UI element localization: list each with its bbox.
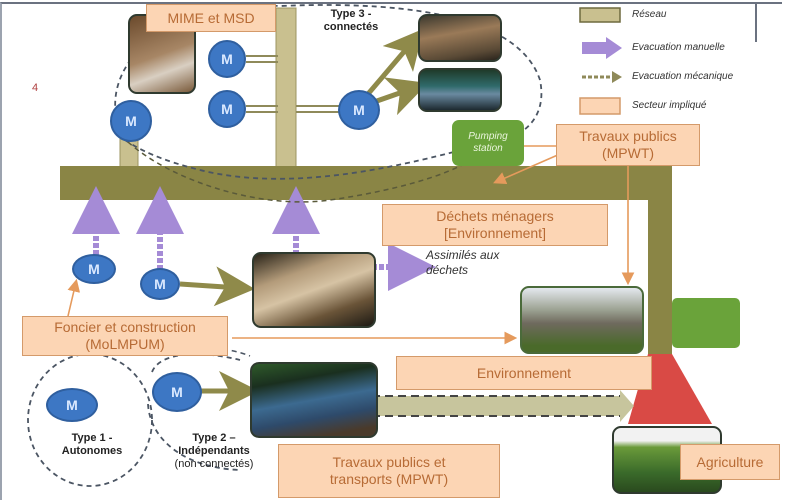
- assimiles-note-line2: déchets: [426, 263, 469, 277]
- legend-sector-swatch: [579, 97, 621, 115]
- type3-label-line1: Type 3 -: [330, 8, 372, 20]
- type3-label: Type 3 - connectés: [306, 8, 396, 34]
- type3-label-line2: connectés: [323, 21, 379, 33]
- sector-foncier-line2: (MoLMPUM): [85, 336, 165, 352]
- type3-arrow-upper: [366, 28, 424, 96]
- sector-mime-msd: MIME et MSD: [146, 4, 276, 32]
- legend-mechanical-swatch: [582, 71, 622, 83]
- sector-dechets-line2: [Environnement]: [444, 225, 546, 241]
- page-marker: 4: [32, 82, 39, 94]
- type2-label-line2: Indépendants: [178, 445, 250, 457]
- assimiles-note: Assimilés aux déchets: [426, 248, 499, 278]
- type2-label: Type 2 – Indépendants (non connectés): [150, 432, 278, 471]
- type1-label-line1: Type 1 -: [71, 432, 113, 444]
- legend-network-swatch: [579, 7, 621, 23]
- m-node-type3-a: M: [208, 40, 246, 78]
- m-node-type2: M: [152, 372, 202, 412]
- sector-travaux-publics-line1: Travaux publics: [579, 128, 677, 144]
- treatment-pond-photo: [418, 68, 502, 112]
- legend-label-sector: Secteur impliqué: [632, 100, 707, 111]
- mechanical-arrow-head: [620, 390, 634, 422]
- sector-travaux-publics-line2: (MPWT): [601, 145, 655, 161]
- m-node-type3-b: M: [208, 90, 246, 128]
- sector-travaux-transports-line1: Travaux publics et: [332, 454, 446, 470]
- pumping-station: Pumping station: [452, 120, 524, 166]
- treatment-plant-photo: [520, 286, 644, 354]
- sector-foncier: Foncier et construction (MoLMPUM): [22, 316, 228, 356]
- type3-arrow-lower: [373, 77, 429, 116]
- legend-manual-swatch: [582, 37, 622, 59]
- manual-emptying-photo: [252, 252, 376, 328]
- network-pipe-vertical-top: [275, 7, 297, 169]
- m-node-type1: M: [46, 388, 98, 422]
- sector-environnement: Environnement: [396, 356, 652, 390]
- manual-evacuation-arrows: [72, 186, 436, 291]
- legend-label-network: Réseau: [632, 9, 667, 20]
- sector-agriculture: Agriculture: [680, 444, 780, 480]
- vacuum-truck-photo: [250, 362, 378, 438]
- m-node-type3-c: M: [338, 90, 380, 130]
- type1-label-line2: Autonomes: [61, 445, 123, 457]
- pumping-dashed-link: [127, 141, 481, 203]
- assimiles-note-line1: Assimilés aux: [426, 248, 500, 262]
- sector-travaux-transports-line2: transports (MPWT): [329, 471, 449, 487]
- type1-dashed-boundary: [27, 353, 153, 487]
- type2-label-line3: (non connectés): [174, 458, 254, 470]
- green-outlet: [672, 298, 740, 348]
- manual-to-photo-arrow: [179, 266, 255, 307]
- legend-label-manual: Evacuation manuelle: [632, 42, 725, 53]
- m-node-manual-a: M: [72, 254, 116, 284]
- m-node-type3-left: M: [110, 100, 152, 142]
- type2-label-line1: Type 2 –: [192, 432, 236, 444]
- network-main-pipe: [60, 166, 672, 200]
- sector-dechets-line1: Déchets ménagers: [436, 208, 554, 224]
- network-connectors: [246, 55, 340, 113]
- sewer-works-photo: [418, 14, 502, 62]
- m-node-manual-b: M: [140, 268, 180, 300]
- diagram-frame: [0, 2, 782, 500]
- network-down-pipe: [648, 166, 672, 356]
- sector-foncier-line1: Foncier et construction: [54, 319, 196, 335]
- sector-travaux-publics: Travaux publics (MPWT): [556, 124, 700, 166]
- legend-label-mechanical: Evacuation mécanique: [632, 71, 734, 82]
- type3-dashed-boundary: [114, 4, 543, 180]
- sector-dechets-menagers: Déchets ménagers [Environnement]: [382, 204, 608, 246]
- sector-travaux-transports: Travaux publics et transports (MPWT): [278, 444, 500, 498]
- sector-pointers: [67, 145, 635, 345]
- type1-label: Type 1 - Autonomes: [44, 432, 140, 458]
- mechanical-evacuation-band: [372, 396, 620, 416]
